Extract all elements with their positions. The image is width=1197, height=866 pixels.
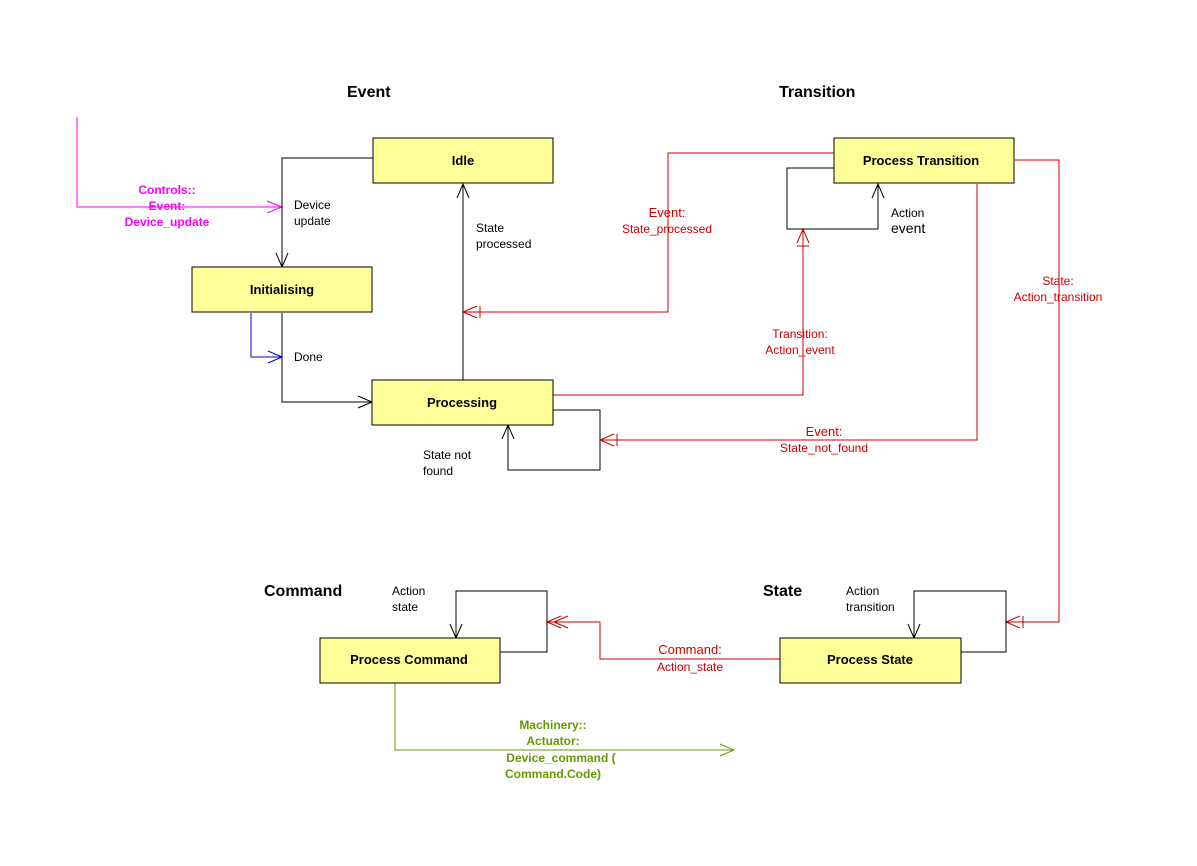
svg-text:Transition:: Transition:: [772, 327, 828, 341]
state-processing[interactable]: Processing: [371, 379, 554, 426]
svg-text:state: state: [392, 600, 418, 614]
svg-text:Action_transition: Action_transition: [1014, 290, 1103, 304]
svg-text:State:: State:: [1042, 274, 1073, 288]
label-state-not-found: State not found: [423, 448, 472, 478]
connector-processing-to-idle: [456, 182, 470, 380]
connector-state-action-transition: [1004, 159, 1060, 629]
state-process-state[interactable]: Process State: [779, 637, 962, 684]
svg-text:State_processed: State_processed: [622, 222, 712, 236]
svg-text:Action: Action: [846, 584, 879, 598]
svg-text:found: found: [423, 464, 453, 478]
state-process-transition[interactable]: Process Transition: [833, 137, 1015, 184]
svg-text:Machinery::: Machinery::: [519, 718, 586, 732]
svg-text:Event:: Event:: [149, 199, 186, 213]
connector-event-state-processed: [461, 152, 834, 319]
svg-text:Device_update: Device_update: [125, 215, 210, 229]
svg-text:State_not_found: State_not_found: [780, 441, 868, 455]
label-state-action-transition: State: Action_transition: [1014, 274, 1103, 304]
svg-text:State not: State not: [423, 448, 472, 462]
label-device-update: Device update: [294, 198, 331, 228]
svg-text:Command.Code): Command.Code): [505, 767, 601, 781]
label-transition-action-event: Transition: Action_event: [765, 327, 835, 357]
svg-text:Command:: Command:: [658, 642, 722, 657]
state-process-command-label: Process Command: [350, 652, 468, 667]
label-machinery-command: Machinery:: Actuator: Device_command ( C…: [505, 718, 616, 781]
connector-transition-self-loop: [786, 167, 885, 230]
label-action-state: Action state: [392, 584, 425, 614]
svg-text:Event:: Event:: [649, 205, 686, 220]
svg-text:update: update: [294, 214, 331, 228]
label-event-state-not-found: Event: State_not_found: [780, 424, 868, 455]
connector-idle-to-initialising: [275, 157, 373, 269]
state-initialising[interactable]: Initialising: [191, 266, 373, 313]
label-command-action-state: Command: Action_state: [657, 642, 723, 674]
label-controls-event: Controls:: Event: Device_update: [125, 183, 210, 229]
section-title-state: State: [763, 583, 802, 600]
svg-text:Action: Action: [392, 584, 425, 598]
section-title-command: Command: [264, 583, 342, 600]
state-processing-label: Processing: [427, 395, 497, 410]
label-action-event: Action event: [891, 206, 925, 236]
connector-event-state-not-found: [598, 184, 978, 447]
section-title-transition: Transition: [779, 84, 855, 101]
state-idle[interactable]: Idle: [372, 137, 554, 184]
svg-text:Actuator:: Actuator:: [526, 734, 579, 748]
section-title-event: Event: [347, 84, 391, 101]
state-idle-label: Idle: [452, 153, 474, 168]
svg-text:processed: processed: [476, 237, 531, 251]
svg-text:Action_state: Action_state: [657, 660, 723, 674]
svg-text:transition: transition: [846, 600, 895, 614]
connector-machinery-command: [394, 683, 736, 757]
svg-text:Device_command (: Device_command (: [506, 751, 615, 765]
svg-text:Controls::: Controls::: [138, 183, 195, 197]
svg-text:State: State: [476, 221, 504, 235]
label-state-processed: State processed: [476, 221, 531, 251]
connector-done-blue: [250, 313, 284, 364]
svg-text:Action_event: Action_event: [765, 343, 835, 357]
label-done: Done: [294, 350, 323, 364]
state-process-state-label: Process State: [827, 652, 913, 667]
label-action-transition: Action transition: [846, 584, 895, 614]
state-process-transition-label: Process Transition: [863, 153, 979, 168]
svg-text:event: event: [891, 220, 925, 236]
state-process-command[interactable]: Process Command: [319, 637, 501, 684]
svg-text:Device: Device: [294, 198, 331, 212]
svg-text:Action: Action: [891, 206, 924, 220]
state-initialising-label: Initialising: [250, 282, 314, 297]
label-event-state-processed: Event: State_processed: [622, 205, 712, 236]
svg-text:Event:: Event:: [806, 424, 843, 439]
